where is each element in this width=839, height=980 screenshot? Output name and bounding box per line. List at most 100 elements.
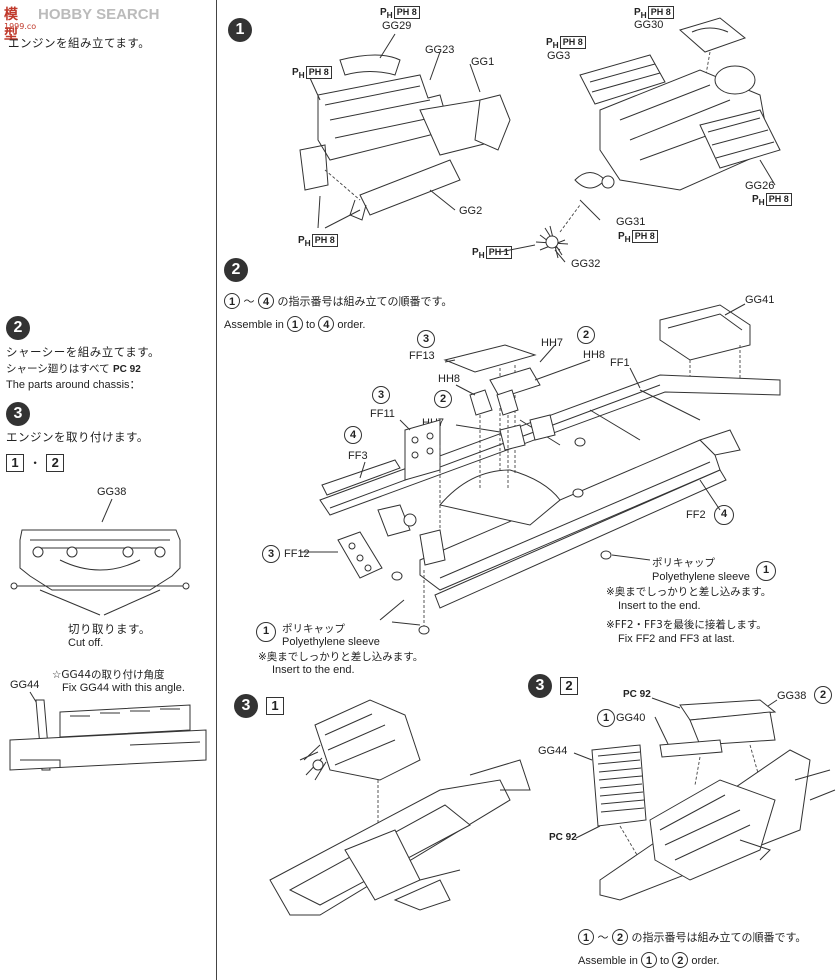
order-en-mid: to [306,319,316,331]
label-gg32: GG32 [571,258,601,270]
ff13-order: 3 [417,330,435,348]
step3b-order-to: 2 [612,929,628,945]
step3b-order-ja-text: の指示番号は組み立ての順番です。 [631,931,807,944]
label-gg40: GG40 [616,712,646,724]
label-gg30: GG30 [634,19,664,31]
step3b-order-en-mid: to [660,955,670,967]
label-gg1: GG1 [471,56,495,68]
gg44-angle-note-en: Fix GG44 with this angle. [62,682,185,694]
step3b-order-en-post: order. [691,955,720,967]
sleeve-right-ja: ポリキャップ [652,557,715,569]
step3b-order-en-from: 1 [640,952,657,968]
step2-number: 2 [224,258,248,282]
label-ff12: FF12 [284,548,310,560]
sleeve-left-note-en: Insert to the end. [272,664,355,676]
order-en-to-marker: 4 [318,316,335,332]
label-gg2: GG2 [459,205,483,217]
cut-off-en: Cut off. [68,637,104,649]
step3b-number: 3 [528,674,552,698]
label-gg26: GG26 [745,180,775,192]
order-en-pre: Assemble in [224,319,284,331]
sidebar-step2-note-en: The parts around chassis： [6,379,141,391]
label-ff11: FF11 [370,408,395,420]
gg44-angle-note-ja: ☆GG44の取り付け角度 [52,669,165,681]
step3b-order-en: Assemble in 1 to 2 order. [578,952,720,968]
label-gg23: GG23 [425,44,455,56]
step3a-number: 3 [234,694,258,718]
ff3-order: 4 [344,426,362,444]
pc-badge: PC 92 [112,364,141,375]
order-to-marker: 4 [258,293,274,309]
label-ff2: FF2 [686,509,706,521]
label-hh8b: HH8 [438,373,461,385]
sub-step-box-1: 1 [6,454,24,472]
ff2-order: 4 [714,505,734,525]
label-gg44-step3: GG44 [538,745,568,757]
label-hh8a: HH8 [583,349,606,361]
step3b-order-en-pre: Assemble in [578,955,638,967]
gg44-angle-drawing [9,691,207,771]
ff-note-en: Fix FF2 and FF3 at last. [618,633,735,645]
pc-badge-bottom: PC 92 [549,832,577,843]
sidebar-step2-note-ja: シャーシ廻りはすべて [6,363,110,375]
step3b-box: 2 [560,677,578,695]
gg38-label: GG38 [97,486,127,498]
sleeve-right-note-ja: ※奥までしっかりと差し込みます。 [606,586,772,598]
sidebar-step3-number: 3 [6,402,30,426]
gg40-order: 1 [597,709,615,727]
step3b-order-from: 1 [578,929,594,945]
label-ff3: FF3 [348,450,368,462]
watermark-text: HOBBY SEARCH [38,6,160,23]
hh8b-order: 2 [434,390,452,408]
step1-engine-drawing [299,17,781,263]
ff-note-ja: ※FF2・FF3を最後に接着します。 [606,619,767,631]
pc-badge-top: PC 92 [623,689,651,700]
sidebar-step2-note: シャーシ廻りはすべて PC 92 [6,362,141,377]
sleeve-left-en: Polyethylene sleeve [282,636,380,648]
sleeve-left-note-ja: ※奥までしっかりと差し込みます。 [258,651,424,663]
label-gg31: GG31 [616,216,646,228]
sleeve-left-order: 1 [256,622,276,642]
step2-chassis-drawing [300,303,781,635]
step3a-box: 1 [266,697,284,715]
order-en-from-marker: 1 [286,316,303,332]
watermark-logo-mark: 模型 [4,7,18,43]
step3b-order-en-to: 2 [672,952,689,968]
sleeve-left-ja: ポリキャップ [282,623,345,635]
sidebar-step2-title: シャーシーを組み立てます。 [6,345,161,359]
gg44-label: GG44 [10,679,40,691]
sidebar-step2-number: 2 [6,316,30,340]
intro-text: エンジンを組み立てます。 [8,36,151,50]
label-ff1: FF1 [610,357,630,369]
sidebar-step3-title: エンジンを取り付けます。 [6,430,149,444]
order-en-post: order. [337,319,366,331]
sub-step-separator: ・ [29,456,42,470]
step1-number: 1 [228,18,252,42]
watermark-sub: 1999.co [4,22,37,31]
step2-order-en: Assemble in 1 to 4 order. [224,316,366,332]
sub-step-box-2: 2 [46,454,65,472]
label-gg29: GG29 [382,20,412,32]
label-ff13: FF13 [409,350,435,362]
label-gg41: GG41 [745,294,775,306]
step2-order-ja: 1 ～ 4 の指示番号は組み立ての順番です。 [224,293,452,309]
column-divider [216,0,217,980]
cut-off-ja: 切り取ります。 [68,622,151,636]
sleeve-right-en: Polyethylene sleeve [652,571,750,583]
hh7a-order: 2 [577,326,595,344]
label-gg3: GG3 [547,50,571,62]
step3b-order-ja: 1 ～ 2 の指示番号は組み立ての順番です。 [578,929,806,945]
gg38-part-drawing [10,498,190,616]
sleeve-right-order: 1 [756,561,776,581]
step2-order-ja-text: の指示番号は組み立ての順番です。 [277,295,453,308]
label-gg38: GG38 [777,690,807,702]
